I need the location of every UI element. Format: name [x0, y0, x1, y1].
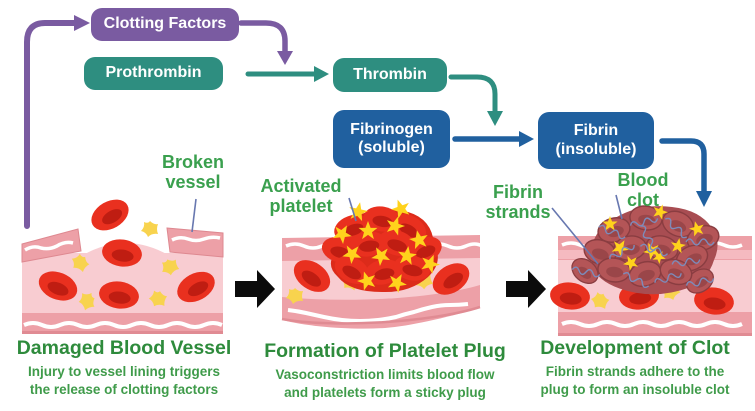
- stage-title: Damaged Blood Vessel: [16, 337, 232, 359]
- stage-description: Vasoconstriction limits blood flow and p…: [275, 367, 495, 400]
- damaged-vessel-illustration: [21, 193, 224, 334]
- stage-damaged-blood-vessel: Damaged Blood Vessel Injury to vessel li…: [2, 337, 246, 399]
- stage-title: Development of Clot: [540, 337, 730, 359]
- stage-description: Injury to vessel lining triggers the rel…: [27, 364, 221, 397]
- fibrinogen-box: Fibrinogen (soluble): [333, 110, 450, 168]
- blood-clot-label: Blood clot: [617, 170, 669, 211]
- platelet-plug-illustration: [281, 196, 483, 329]
- broken-vessel-pointer-line: [191, 198, 197, 233]
- clotting-factors-box: Clotting Factors: [91, 8, 239, 41]
- activated-platelet-pointer-line: [348, 197, 357, 222]
- stage-development-of-clot: Development of Clot Fibrin strands adher…: [516, 337, 754, 399]
- stage-title: Formation of Platelet Plug: [264, 340, 506, 362]
- fibrin-box: Fibrin (insoluble): [538, 112, 654, 169]
- fibrin-strands-pointer-line: [551, 207, 599, 265]
- blood-clot-pointer-line: [615, 194, 623, 220]
- step-arrow-2: [506, 270, 546, 308]
- arrow-fibrin-to-clot: [659, 138, 712, 207]
- clot-illustration: [548, 201, 752, 336]
- thrombin-box: Thrombin: [333, 58, 447, 92]
- broken-vessel-label: Broken vessel: [161, 152, 224, 193]
- prothrombin-box: Prothrombin: [84, 57, 223, 90]
- arrow-prothrombin-to-thrombin: [245, 66, 329, 82]
- step-arrow-1: [235, 270, 275, 308]
- stage-description: Fibrin strands adhere to the plug to for…: [540, 364, 730, 397]
- arrow-fibrinogen-to-fibrin: [452, 131, 534, 147]
- arrow-clotting-factors-to-conversion: [238, 20, 293, 65]
- stage-platelet-plug: Formation of Platelet Plug Vasoconstrict…: [250, 340, 520, 402]
- feedback-arrow-vessel-to-clotting-factors: [24, 15, 90, 229]
- fibrin-strands-label: Fibrin strands: [485, 182, 551, 223]
- arrow-thrombin-to-conversion: [448, 74, 503, 126]
- activated-platelet-label: Activated platelet: [260, 176, 342, 217]
